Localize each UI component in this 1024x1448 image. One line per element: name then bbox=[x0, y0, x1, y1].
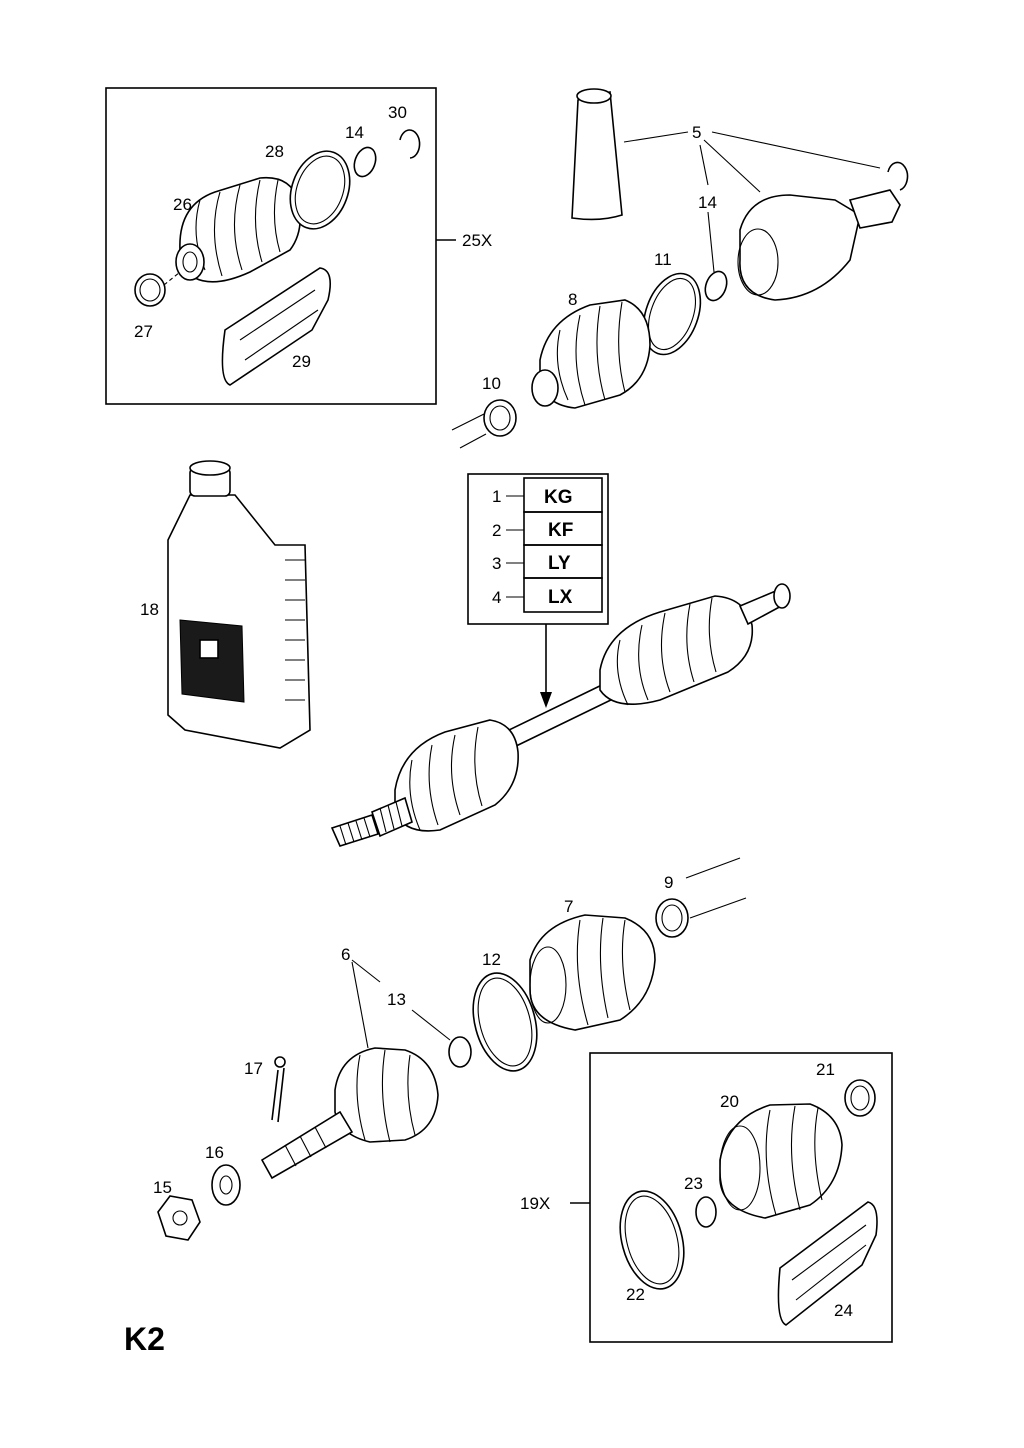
inner-joint-group: 9 7 12 6 13 17 16 15 bbox=[153, 857, 747, 1241]
washer-16-drawing bbox=[211, 1164, 241, 1206]
cv-joint-5-drawing bbox=[739, 194, 861, 301]
clamp-28-drawing bbox=[289, 150, 351, 230]
driveshaft-assembly bbox=[330, 583, 791, 847]
grease-tube-drawing bbox=[571, 90, 623, 221]
kit-label-19x: 19X bbox=[520, 1194, 550, 1213]
callout-8: 8 bbox=[568, 290, 577, 309]
grease-pack-24-drawing bbox=[777, 1201, 878, 1326]
callout-24: 24 bbox=[834, 1301, 853, 1320]
callout-22: 22 bbox=[626, 1285, 645, 1304]
oil-bottle-18-group: 18 bbox=[140, 460, 311, 749]
boot-20-drawing bbox=[719, 1103, 843, 1219]
clamp-11-drawing bbox=[642, 272, 702, 356]
ring-23-drawing bbox=[695, 1196, 717, 1228]
code-row-2-code: KF bbox=[548, 520, 573, 541]
circlip-30-drawing bbox=[399, 129, 421, 159]
nut-15-drawing bbox=[157, 1195, 201, 1241]
callout-15: 15 bbox=[153, 1178, 172, 1197]
code-row-1-num: 1 bbox=[492, 487, 501, 506]
code-table: 1 KG 2 KF 3 LY 4 LX bbox=[467, 473, 609, 708]
kit-box-19x: 19X 21 20 23 22 24 bbox=[520, 1052, 893, 1343]
callout-16: 16 bbox=[205, 1143, 224, 1162]
callout-6: 6 bbox=[341, 945, 350, 964]
kit-box-25x: 25X 26 28 14 30 27 29 bbox=[105, 87, 492, 405]
callout-7: 7 bbox=[564, 897, 573, 916]
callout-29: 29 bbox=[292, 352, 311, 371]
outer-boot-drawing bbox=[394, 719, 519, 832]
kit-label-25x: 25X bbox=[462, 231, 492, 250]
callout-13: 13 bbox=[387, 990, 406, 1009]
callout-18: 18 bbox=[140, 600, 159, 619]
callout-5: 5 bbox=[692, 123, 701, 142]
clamp-22-drawing bbox=[619, 1190, 685, 1290]
callout-12: 12 bbox=[482, 950, 501, 969]
clamp-12-drawing bbox=[472, 972, 538, 1072]
callout-20: 20 bbox=[720, 1092, 739, 1111]
cv-joint-6-drawing bbox=[334, 1047, 439, 1143]
ring-14-drawing bbox=[353, 146, 377, 178]
inner-boot-drawing bbox=[599, 595, 754, 706]
outer-joint-group: 5 14 11 8 10 bbox=[451, 88, 909, 449]
page-id: K2 bbox=[124, 1321, 165, 1357]
code-row-4-code: LX bbox=[548, 587, 573, 608]
clamp-21-drawing bbox=[844, 1079, 876, 1117]
callout-28: 28 bbox=[265, 142, 284, 161]
ring-13-drawing bbox=[448, 1036, 472, 1068]
code-row-3-code: LY bbox=[548, 553, 571, 574]
grease-pack-29-drawing bbox=[221, 267, 331, 386]
callout-14-kit: 14 bbox=[345, 123, 364, 142]
code-row-4-num: 4 bbox=[492, 588, 501, 607]
code-row-1-code: KG bbox=[544, 487, 573, 508]
code-row-3-num: 3 bbox=[492, 554, 501, 573]
clamp-10-drawing bbox=[483, 399, 517, 437]
callout-10: 10 bbox=[482, 374, 501, 393]
clamp-9-drawing bbox=[655, 898, 689, 938]
ring-14-drawing-b bbox=[704, 270, 728, 302]
callout-14: 14 bbox=[698, 193, 717, 212]
callout-21: 21 bbox=[816, 1060, 835, 1079]
callout-9: 9 bbox=[664, 873, 673, 892]
callout-26: 26 bbox=[173, 195, 192, 214]
boot-7-drawing bbox=[529, 914, 656, 1031]
code-row-2-num: 2 bbox=[492, 521, 501, 540]
callout-17: 17 bbox=[244, 1059, 263, 1078]
callout-11: 11 bbox=[654, 250, 672, 269]
boot-26-drawing bbox=[175, 176, 301, 283]
callout-27: 27 bbox=[134, 322, 153, 341]
callout-23: 23 bbox=[684, 1174, 703, 1193]
callout-30: 30 bbox=[388, 103, 407, 122]
